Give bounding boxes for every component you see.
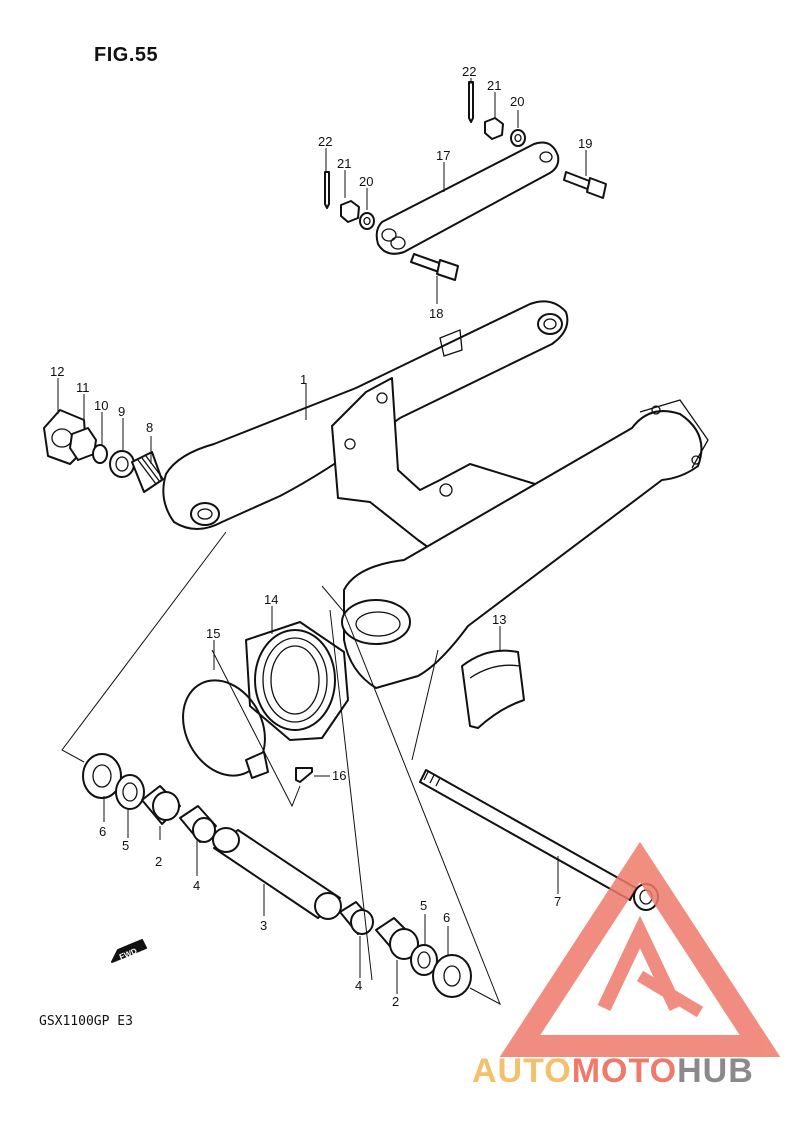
- callout-11: 11: [76, 380, 90, 395]
- callout-10: 10: [94, 398, 108, 413]
- callout-14: 14: [264, 592, 278, 607]
- callout-7: 7: [554, 894, 561, 909]
- callout-21-lower: 21: [337, 156, 351, 171]
- callout-20-lower: 20: [359, 174, 373, 189]
- watermark-logo-mark: [499, 841, 781, 1057]
- callout-leaders: [57, 78, 587, 994]
- callout-5-left: 5: [122, 838, 129, 853]
- callout-15: 15: [206, 626, 220, 641]
- callout-1: 1: [300, 372, 307, 387]
- callout-16: 16: [332, 768, 346, 783]
- forward-arrow: FWD: [111, 939, 147, 963]
- callout-21-upper: 21: [487, 78, 501, 93]
- callout-2-right: 2: [392, 994, 399, 1009]
- boot-clamp-screw: [182, 621, 349, 783]
- spacer-tube: [212, 827, 342, 920]
- swingarm: [162, 300, 709, 689]
- watermark-part-hub: HUB: [677, 1052, 754, 1090]
- watermark-part-moto: MOTO: [571, 1052, 678, 1090]
- figure-title: FIG.55: [94, 44, 159, 66]
- model-code: GSX1100GP E3: [39, 1014, 133, 1029]
- callout-22-lower: 22: [318, 134, 332, 149]
- watermark-part-auto: AUTO: [472, 1052, 572, 1090]
- callout-numbers: 1 2 2 3 4 4 5 5 6 6 7 8 9 10 11 12 13 14…: [50, 64, 592, 1009]
- lower-left-bearing-stack: [82, 753, 217, 843]
- torque-rod: [375, 141, 560, 255]
- callout-20-upper: 20: [510, 94, 524, 109]
- callout-3: 3: [260, 918, 267, 933]
- callout-9: 9: [118, 404, 125, 419]
- bolts: [410, 171, 607, 281]
- callout-2-left: 2: [155, 854, 162, 869]
- lower-right-bearing-stack: [339, 901, 472, 998]
- callout-6-right: 6: [443, 910, 450, 925]
- watermark-brand-text: AUTOMOTOHUB: [472, 1052, 754, 1091]
- assembly-guide-lines: [61, 531, 501, 1006]
- callout-5-right: 5: [420, 898, 427, 913]
- callout-6-left: 6: [99, 824, 106, 839]
- callout-8: 8: [146, 420, 153, 435]
- callout-4-right: 4: [355, 978, 362, 993]
- callout-13: 13: [492, 612, 506, 627]
- callout-12: 12: [50, 364, 64, 379]
- callout-19: 19: [578, 136, 592, 151]
- bearing-shell: [461, 649, 525, 729]
- callout-18: 18: [429, 306, 443, 321]
- left-pivot-parts: [43, 409, 165, 493]
- callout-17: 17: [436, 148, 450, 163]
- cotter-pins: [324, 81, 474, 209]
- callout-22-upper: 22: [462, 64, 476, 79]
- callout-4-left: 4: [193, 878, 200, 893]
